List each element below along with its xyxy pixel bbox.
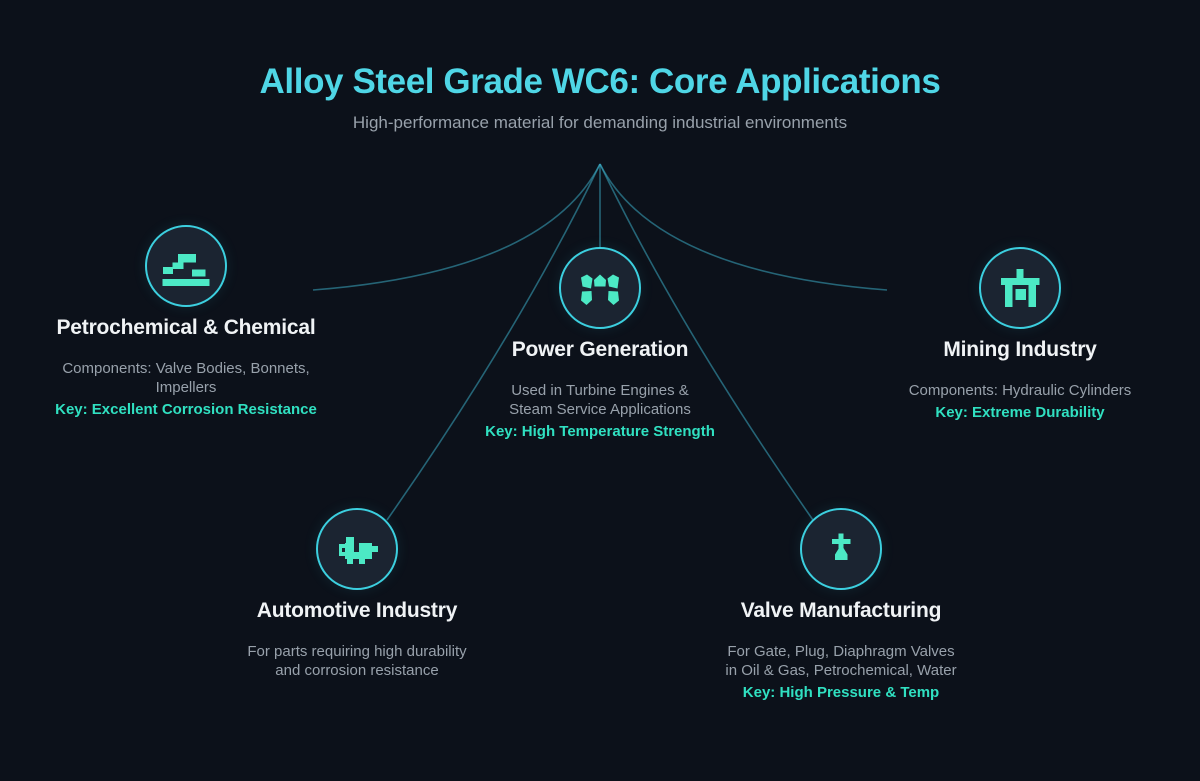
node-key-mining: Key: Extreme Durability [935, 404, 1105, 421]
refinery-blocks-icon [162, 254, 210, 286]
node-title-petrochemical: Petrochemical & Chemical [56, 316, 316, 339]
node-power-generation: Power Generation Used in Turbine Engines… [400, 247, 800, 441]
node-valve-manufacturing: Valve Manufacturing For Gate, Plug, Diap… [641, 508, 1041, 702]
connector-valve [599, 163, 814, 521]
connector-automotive [386, 163, 601, 521]
node-desc-line: Components: Valve Bodies, Bonnets, [62, 360, 310, 377]
node-desc-line: in Oil & Gas, Petrochemical, Water [725, 662, 957, 679]
node-desc-line: Impellers [155, 379, 217, 396]
node-desc-line: Components: Hydraulic Cylinders [908, 382, 1132, 399]
petrochemical-node-circle [145, 225, 227, 307]
node-desc-line: For Gate, Plug, Diaphragm Valves [727, 643, 955, 660]
mining-gate-icon [1001, 269, 1040, 307]
power-generation-node-circle [559, 247, 641, 329]
node-key-power-generation: Key: High Temperature Strength [485, 423, 715, 440]
engine-icon [339, 537, 378, 564]
page-title: Alloy Steel Grade WC6: Core Applications [259, 62, 941, 101]
node-title-mining: Mining Industry [943, 338, 1097, 361]
node-title-valve-manufacturing: Valve Manufacturing [740, 599, 942, 622]
node-desc-line: Used in Turbine Engines & [511, 382, 689, 399]
automotive-node-circle [316, 508, 398, 590]
valve-icon [832, 533, 851, 560]
node-title-automotive: Automotive Industry [256, 599, 458, 622]
node-desc-automotive: For parts requiring high durability and … [157, 642, 557, 680]
node-automotive: Automotive Industry For parts requiring … [157, 508, 557, 683]
node-desc-line: For parts requiring high durability [247, 643, 467, 660]
header: Alloy Steel Grade WC6: Core Applications… [0, 62, 1200, 133]
mining-node-circle [979, 247, 1061, 329]
node-key-valve-manufacturing: Key: High Pressure & Temp [742, 684, 940, 701]
node-desc-power-generation: Used in Turbine Engines & Steam Service … [400, 381, 800, 419]
node-desc-mining: Components: Hydraulic Cylinders [820, 381, 1200, 400]
connector-mining [599, 163, 888, 291]
node-key-petrochemical: Key: Excellent Corrosion Resistance [55, 401, 317, 418]
node-title-power-generation: Power Generation [511, 338, 689, 361]
node-petrochemical: Petrochemical & Chemical Components: Val… [0, 225, 386, 419]
node-mining: Mining Industry Components: Hydraulic Cy… [820, 247, 1200, 422]
connector-petrochemical [312, 163, 601, 291]
node-desc-line: and corrosion resistance [275, 662, 439, 679]
node-desc-petrochemical: Components: Valve Bodies, Bonnets, Impel… [0, 359, 386, 397]
node-desc-valve-manufacturing: For Gate, Plug, Diaphragm Valves in Oil … [641, 642, 1041, 680]
turbine-icon [581, 274, 619, 305]
node-desc-line: Steam Service Applications [509, 401, 691, 418]
valve-manufacturing-node-circle [800, 508, 882, 590]
page-subtitle: High-performance material for demanding … [352, 113, 848, 132]
